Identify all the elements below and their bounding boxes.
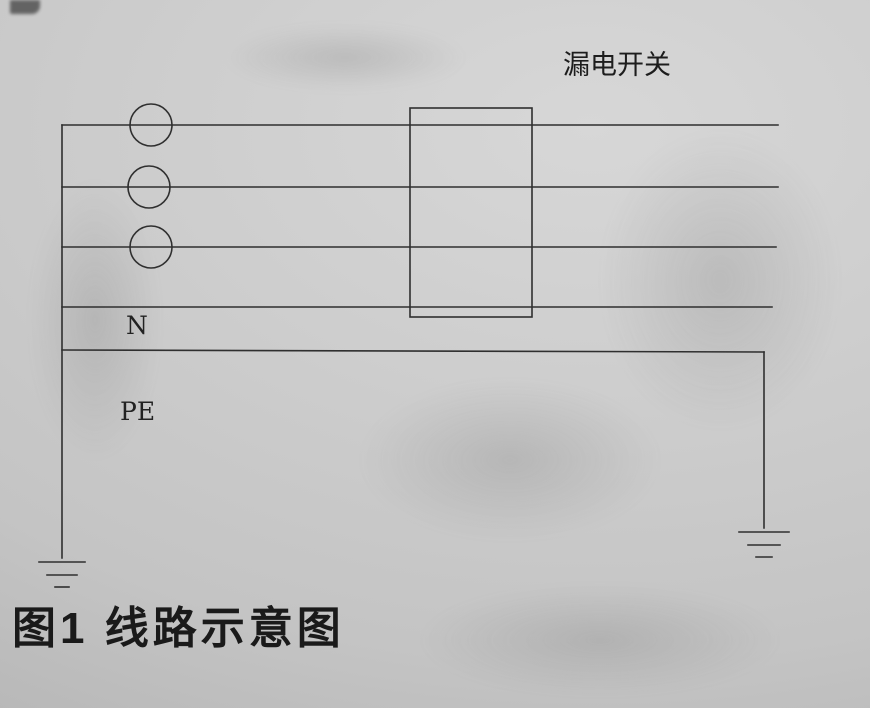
pe-line: [61, 349, 765, 353]
phase-device-circle-1: [129, 103, 173, 147]
scan-artifact-corner: [10, 0, 40, 14]
phase-device-circle-3: [129, 225, 173, 269]
ground-symbol-right: [738, 531, 790, 558]
neutral-label: N: [126, 311, 148, 340]
leakage-switch-label: 漏电开关: [563, 50, 671, 80]
phase-device-circle-2: [127, 165, 171, 209]
leakage-switch-box: [409, 107, 533, 318]
ground-symbol-left: [38, 561, 86, 588]
pe-label: PE: [120, 397, 155, 426]
figure-caption: 图1 线路示意图: [12, 604, 345, 653]
